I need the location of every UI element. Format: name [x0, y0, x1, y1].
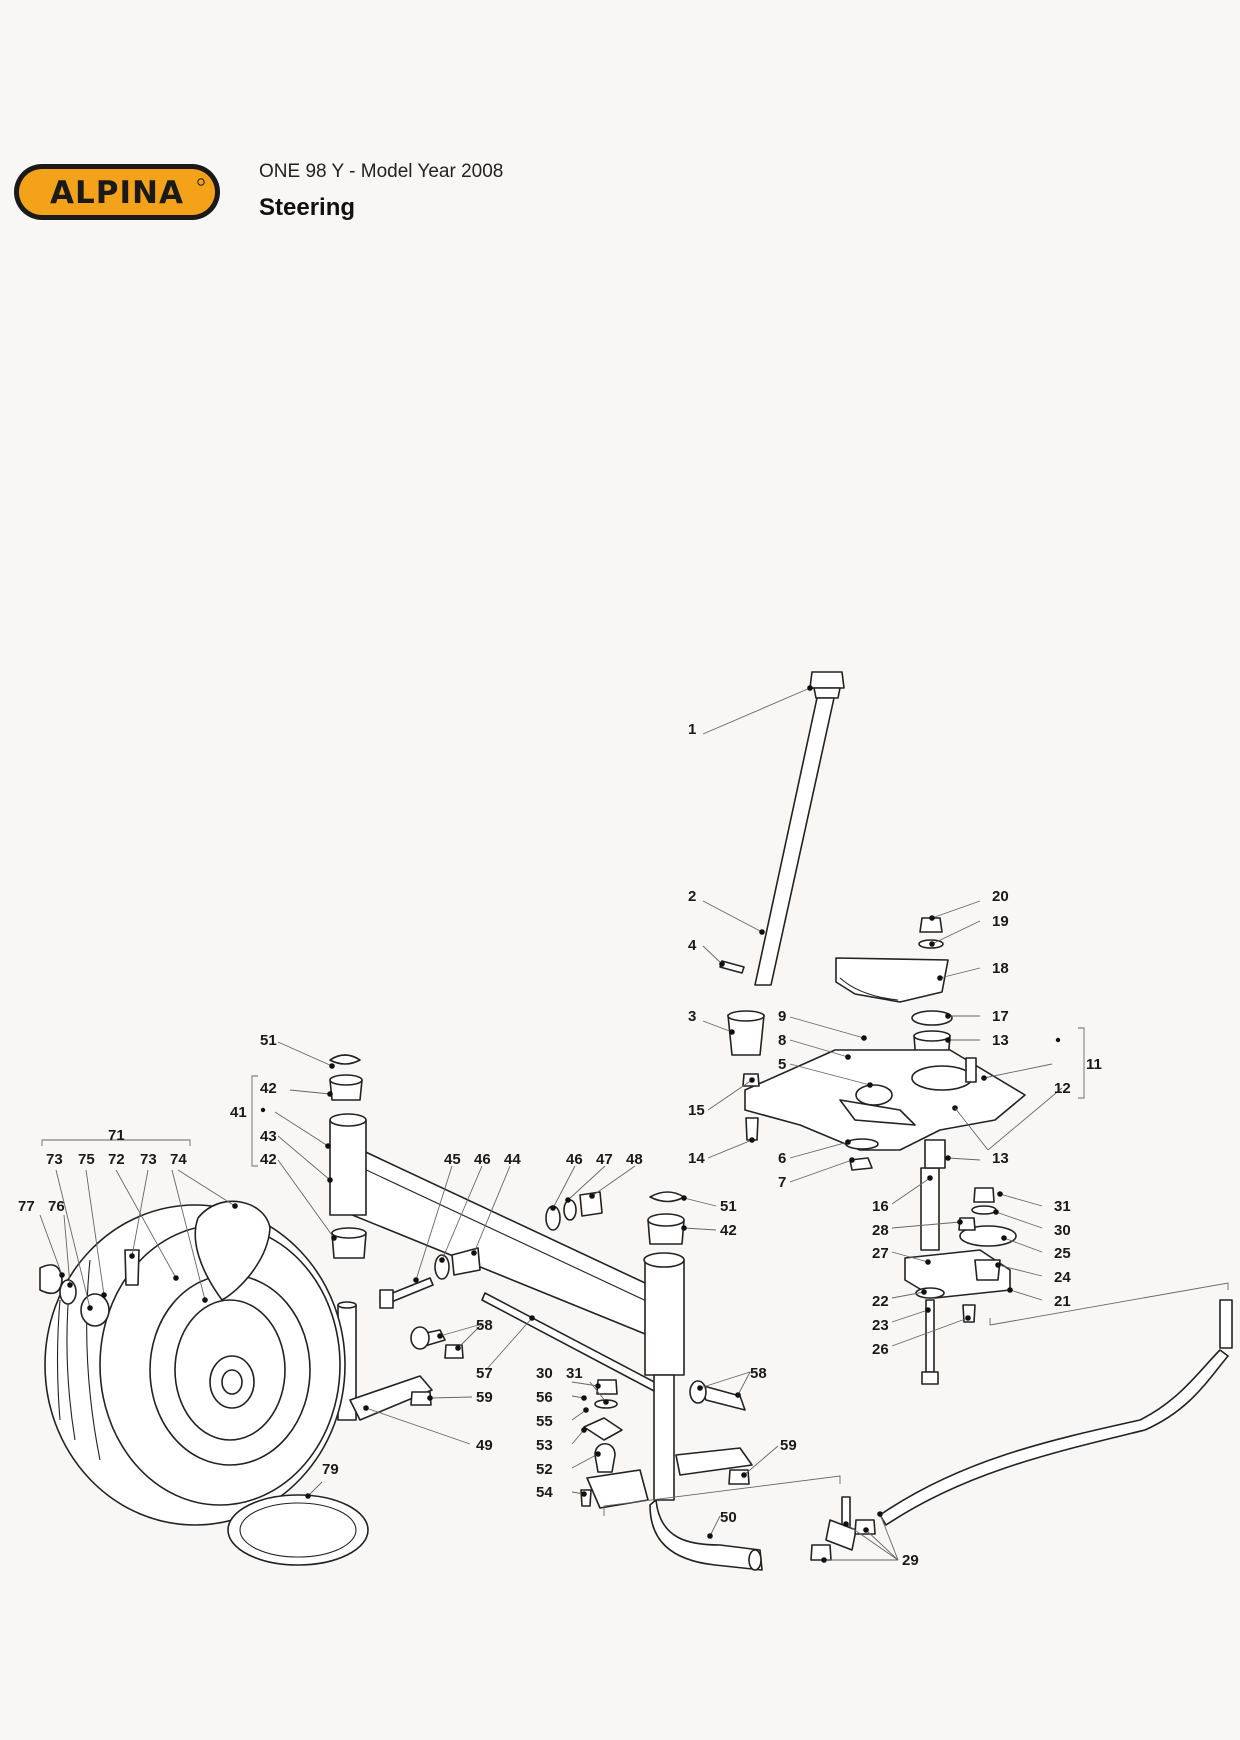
- callout-58b: 58: [750, 1365, 767, 1382]
- callout-25: 25: [1054, 1245, 1071, 1262]
- callout-20: 20: [992, 888, 1009, 905]
- steering-column-assembly: [719, 671, 845, 1056]
- callout-55: 55: [536, 1413, 553, 1430]
- callout-42a: 42: [260, 1080, 277, 1097]
- logo-text: ALPINA: [50, 175, 184, 211]
- callout-54: 54: [536, 1484, 553, 1501]
- callout-79: 79: [322, 1461, 339, 1478]
- callout-30b: 30: [536, 1365, 553, 1382]
- callout-31b: 31: [566, 1365, 583, 1382]
- callout-31a: 31: [1054, 1198, 1071, 1215]
- callout-13a: 13: [992, 1032, 1009, 1049]
- callout-59b: 59: [780, 1437, 797, 1454]
- callout-73b: 73: [140, 1151, 157, 1168]
- steering-sector-assembly: [742, 917, 1026, 1385]
- callout-7: 7: [778, 1174, 786, 1191]
- front-axle-assembly: [329, 1054, 685, 1393]
- callout-45: 45: [444, 1151, 461, 1168]
- callout-56: 56: [536, 1389, 553, 1406]
- page-title: Steering: [259, 194, 356, 221]
- callout-53: 53: [536, 1437, 553, 1454]
- callout-73a: 73: [46, 1151, 63, 1168]
- wheel-assembly: [39, 1200, 369, 1566]
- callout-72: 72: [108, 1151, 125, 1168]
- callout-26: 26: [872, 1341, 889, 1358]
- callout-76: 76: [48, 1198, 65, 1215]
- callout-15: 15: [688, 1102, 705, 1119]
- callout-8: 8: [778, 1032, 786, 1049]
- callout-14: 14: [688, 1150, 705, 1167]
- callout-19: 19: [992, 913, 1009, 930]
- callout-49: 49: [476, 1437, 493, 1454]
- callout-42b: 42: [260, 1151, 277, 1168]
- callout-71: 71: [108, 1127, 125, 1144]
- callout-46a: 46: [474, 1151, 491, 1168]
- callout-12: 12: [1054, 1080, 1071, 1097]
- callout-47: 47: [596, 1151, 613, 1168]
- callout-1: 1: [688, 721, 696, 738]
- callout-43: 43: [260, 1128, 277, 1145]
- callout-58a: 58: [476, 1317, 493, 1334]
- callout-41: 41: [230, 1104, 247, 1121]
- callout-24: 24: [1054, 1269, 1071, 1286]
- callout-48: 48: [626, 1151, 643, 1168]
- callout-74: 74: [170, 1151, 187, 1168]
- callout-51a: 51: [260, 1032, 277, 1049]
- callout-9: 9: [778, 1008, 786, 1025]
- callout-29: 29: [902, 1552, 919, 1569]
- callout-77: 77: [18, 1198, 35, 1215]
- callout-30a: 30: [1054, 1222, 1071, 1239]
- callout-16: 16: [872, 1198, 889, 1215]
- callout-labels: 1 2 4 3 9 8 5 15 14 6 7 20 19 18 17 13 1…: [18, 721, 1102, 1569]
- callout-5: 5: [778, 1056, 786, 1073]
- callout-44: 44: [504, 1151, 521, 1168]
- callout-52: 52: [536, 1461, 553, 1478]
- callout-6: 6: [778, 1150, 786, 1167]
- callout-13b: 13: [992, 1150, 1009, 1167]
- callout-11: 11: [1086, 1056, 1102, 1073]
- callout-42c: 42: [720, 1222, 737, 1239]
- callout-46b: 46: [566, 1151, 583, 1168]
- steering-drag-link: [810, 1299, 1233, 1561]
- callout-22: 22: [872, 1293, 889, 1310]
- callout-27: 27: [872, 1245, 889, 1262]
- callout-17: 17: [992, 1008, 1009, 1025]
- callout-57: 57: [476, 1365, 493, 1382]
- model-subtitle: ONE 98 Y - Model Year 2008: [259, 161, 504, 182]
- right-spindle-assembly: [580, 1374, 763, 1571]
- callout-21: 21: [1054, 1293, 1071, 1310]
- callout-50: 50: [720, 1509, 737, 1526]
- callout-28: 28: [872, 1222, 889, 1239]
- callout-51b: 51: [720, 1198, 737, 1215]
- alpina-logo: ALPINA: [14, 164, 220, 220]
- callout-23: 23: [872, 1317, 889, 1334]
- callout-2: 2: [688, 888, 696, 905]
- callout-3: 3: [688, 1008, 696, 1025]
- callout-18: 18: [992, 960, 1009, 977]
- callout-4: 4: [688, 937, 697, 954]
- leader-lines: [39, 685, 1229, 1563]
- callout-59a: 59: [476, 1389, 493, 1406]
- callout-75: 75: [78, 1151, 95, 1168]
